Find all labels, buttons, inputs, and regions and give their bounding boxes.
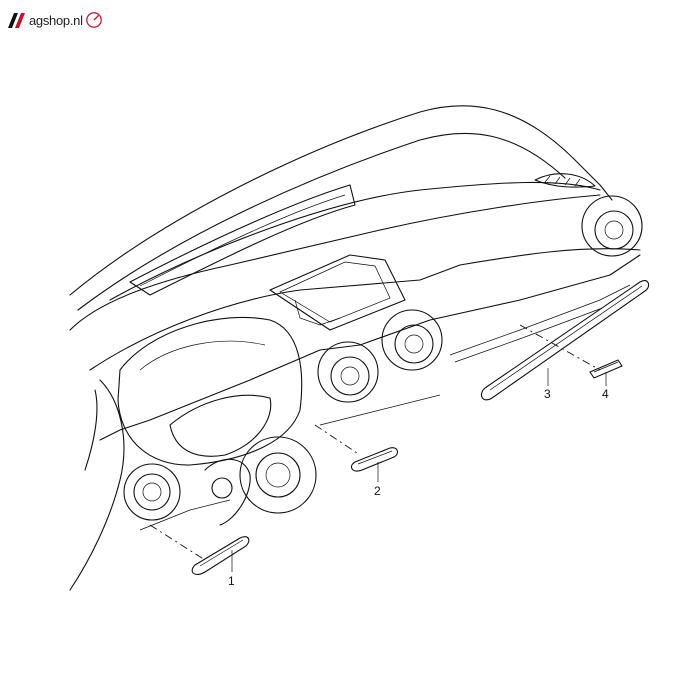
- callout-1: 1: [228, 574, 235, 588]
- callout-3: 3: [544, 387, 551, 401]
- center-display-opening: [269, 254, 406, 331]
- vent-right: [581, 195, 643, 257]
- logo-text: agshop.nl: [29, 12, 83, 28]
- instrument-cluster: [117, 316, 303, 466]
- trim-insert-4: [589, 359, 623, 379]
- callout-2: 2: [374, 484, 381, 498]
- callout-4: 4: [602, 387, 609, 401]
- assembly-line-3: [519, 324, 601, 371]
- dashboard-front: [69, 194, 641, 591]
- site-logo[interactable]: agshop.nl: [6, 8, 103, 32]
- trim-strip-3: [480, 280, 650, 401]
- assembly-line-1: [149, 524, 206, 561]
- logo-mark-icon: [8, 13, 25, 28]
- trim-grooves: [139, 284, 636, 531]
- trim-strip-2: [350, 447, 399, 472]
- vent-left: [123, 463, 181, 521]
- vent-center-left: [317, 341, 379, 403]
- vent-center-right: [381, 309, 443, 371]
- assembly-line-2: [314, 424, 361, 456]
- gauge-icon: [85, 12, 102, 28]
- defrost-vent-slats: [544, 175, 581, 187]
- steering-hub: [204, 436, 317, 526]
- defrost-vent: [534, 173, 596, 188]
- trim-strip-1: [191, 536, 250, 575]
- dashboard-top: [69, 105, 613, 311]
